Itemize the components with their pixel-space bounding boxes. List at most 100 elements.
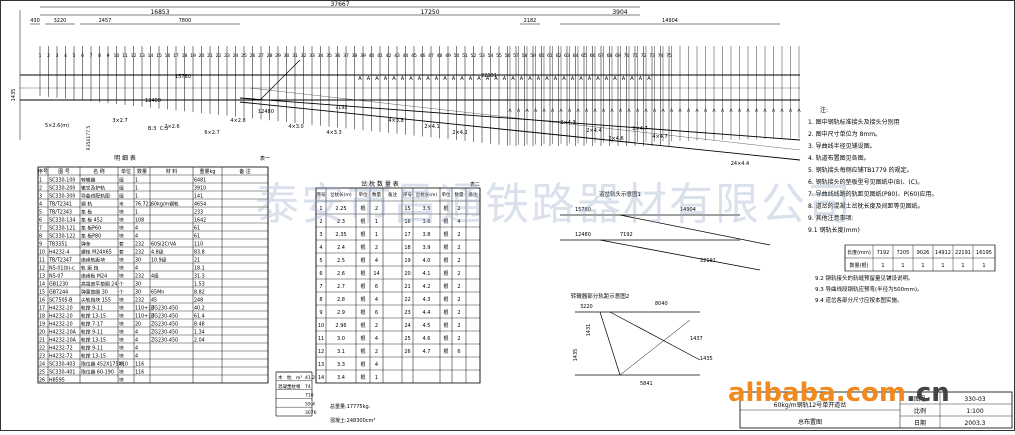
dim-row3-label: 2457 [99, 18, 112, 24]
material-cell: m³ [296, 375, 302, 381]
detail-cell: 轨撑 13-15 [81, 312, 106, 319]
alibaba-brand: alibaba [728, 378, 836, 408]
sleeper-cell: 2.7 [337, 284, 345, 290]
sketch1-dim: 14904 [680, 207, 696, 213]
detail-cell: 4 [39, 201, 42, 207]
detail-cell: 块 [119, 328, 124, 335]
sleeper-cell: 根 [443, 348, 448, 355]
sleeper-cell: 2 [457, 284, 460, 290]
fastening-mark-a: A [392, 76, 396, 82]
detail-cell: SC330-401 [49, 369, 75, 375]
tie-number: 11 [122, 53, 128, 59]
length-header-cell: 14912 [935, 250, 951, 256]
tie-number: 5 [73, 53, 76, 59]
fastening-mark-a: A [562, 76, 566, 82]
sleeper-cell: 根 [443, 244, 448, 251]
tie-number: 59 [530, 53, 536, 59]
material-cell: 74 [305, 384, 311, 390]
detail-cell: 10 [39, 249, 45, 255]
fastening-mark-a: A [630, 76, 634, 82]
fastening-mark-b: A [772, 108, 776, 114]
sleeper-header-cell: 岔枕长(m) [330, 191, 352, 198]
detail-cell: 块 [119, 272, 124, 279]
fastening-mark-b: A [542, 108, 546, 114]
fastening-mark-a: A [494, 76, 498, 82]
sleeper-table-title: 岔 枕 数 量 表 [361, 180, 399, 188]
tie-group-dim: 4×2.8 [230, 118, 245, 124]
length-header-cell: 16195 [976, 250, 992, 256]
tie-number: 38 [352, 53, 358, 59]
detail-cell: SC330-100 [49, 177, 75, 183]
detail-cell: 4 [135, 233, 138, 239]
fastening-mark-a: A [537, 76, 541, 82]
detail-cell: 垫 板P80 [81, 232, 101, 239]
length-header-cell: 长度(mm) [847, 249, 871, 256]
sketch1-dim: 22191 [700, 258, 716, 264]
sleeper-cell: 26 [404, 349, 410, 355]
length-header-cell: 22191 [955, 250, 971, 256]
detail-cell: 1642 [194, 217, 206, 223]
tie-number: 51 [462, 53, 468, 59]
tie-number: 21 [207, 53, 213, 59]
detail-cell: 弹簧垫圈 30 [81, 288, 108, 295]
date-value: 2003.3 [965, 420, 986, 427]
sleeper-header-cell: 岔枕长(m) [416, 191, 438, 198]
detail-cell: 块 [119, 344, 124, 351]
sketch1-dim: 7192 [620, 232, 633, 238]
detail-cell: SC7505-B [49, 297, 72, 303]
tie-number: 29 [275, 53, 281, 59]
detail-cell: 16 [39, 297, 45, 303]
sleeper-cell: 根 [360, 283, 365, 290]
sleeper-header-cell: 备注 [388, 191, 397, 198]
detail-cell: 116 [135, 361, 144, 367]
dim-code-12480: 12480 [145, 98, 161, 104]
detail-cell: H4232-10A [49, 337, 77, 343]
sleeper-cell: 根 [443, 205, 448, 212]
tie-number: 16 [165, 53, 171, 59]
sleeper-cell: 6 [319, 271, 322, 277]
detail-cell: 1 [39, 177, 42, 183]
sleeper-cell: 6 [375, 284, 378, 290]
detail-cell: 3 [39, 193, 42, 199]
detail-cell: 45 [151, 297, 157, 303]
tie-number: 28 [267, 53, 273, 59]
dim-row3-label: 2182 [524, 18, 537, 24]
detail-cell: 4 [135, 225, 138, 231]
sketch1-rail-c [599, 239, 761, 271]
rail-diverging-bottom [239, 101, 801, 161]
sleeper-cell: 4 [319, 245, 322, 251]
detail-cell: 块 [119, 320, 124, 327]
detail-cell: 232 [135, 241, 144, 247]
fastening-mark-b: A [644, 108, 648, 114]
sleeper-cell: 6 [457, 349, 460, 355]
note-item: 9. 其他注意事项: [808, 214, 854, 222]
detail-cell: 31.3 [194, 273, 205, 279]
sleeper-cell: 2 [457, 206, 460, 212]
sleeper-cell: 4 [375, 362, 378, 368]
sleeper-cell: 根 [360, 231, 365, 238]
detail-cell: 垫 板P60 [81, 224, 101, 231]
sleeper-header-cell: 序号 [317, 191, 326, 198]
detail-cell: 块 [119, 360, 124, 367]
notes-heading: 注: [820, 106, 828, 114]
tie-number: 55 [496, 53, 502, 59]
detail-cell: 块 [119, 224, 124, 231]
sleeper-cell: 根 [443, 257, 448, 264]
tie-number: 44 [403, 53, 409, 59]
sleeper-cell: 4.3 [423, 297, 431, 303]
tie-number: 52 [471, 53, 477, 59]
sleeper-cell: 18 [404, 245, 410, 251]
sleeper-cell: 2 [375, 206, 378, 212]
tie-number: 27 [258, 53, 264, 59]
tie-number: 75 [666, 53, 672, 59]
tie-number: 35 [326, 53, 332, 59]
tie-number: 49 [445, 53, 451, 59]
tie-number: 66 [590, 53, 596, 59]
tie-number: 1 [39, 53, 42, 59]
detail-cell: 14 [39, 281, 45, 287]
detail-cell: 12 [39, 265, 45, 271]
fastening-mark-a: A [639, 76, 643, 82]
fastening-mark-a: A [545, 76, 549, 82]
tie-group-dim: 4×4.7 [652, 134, 667, 140]
